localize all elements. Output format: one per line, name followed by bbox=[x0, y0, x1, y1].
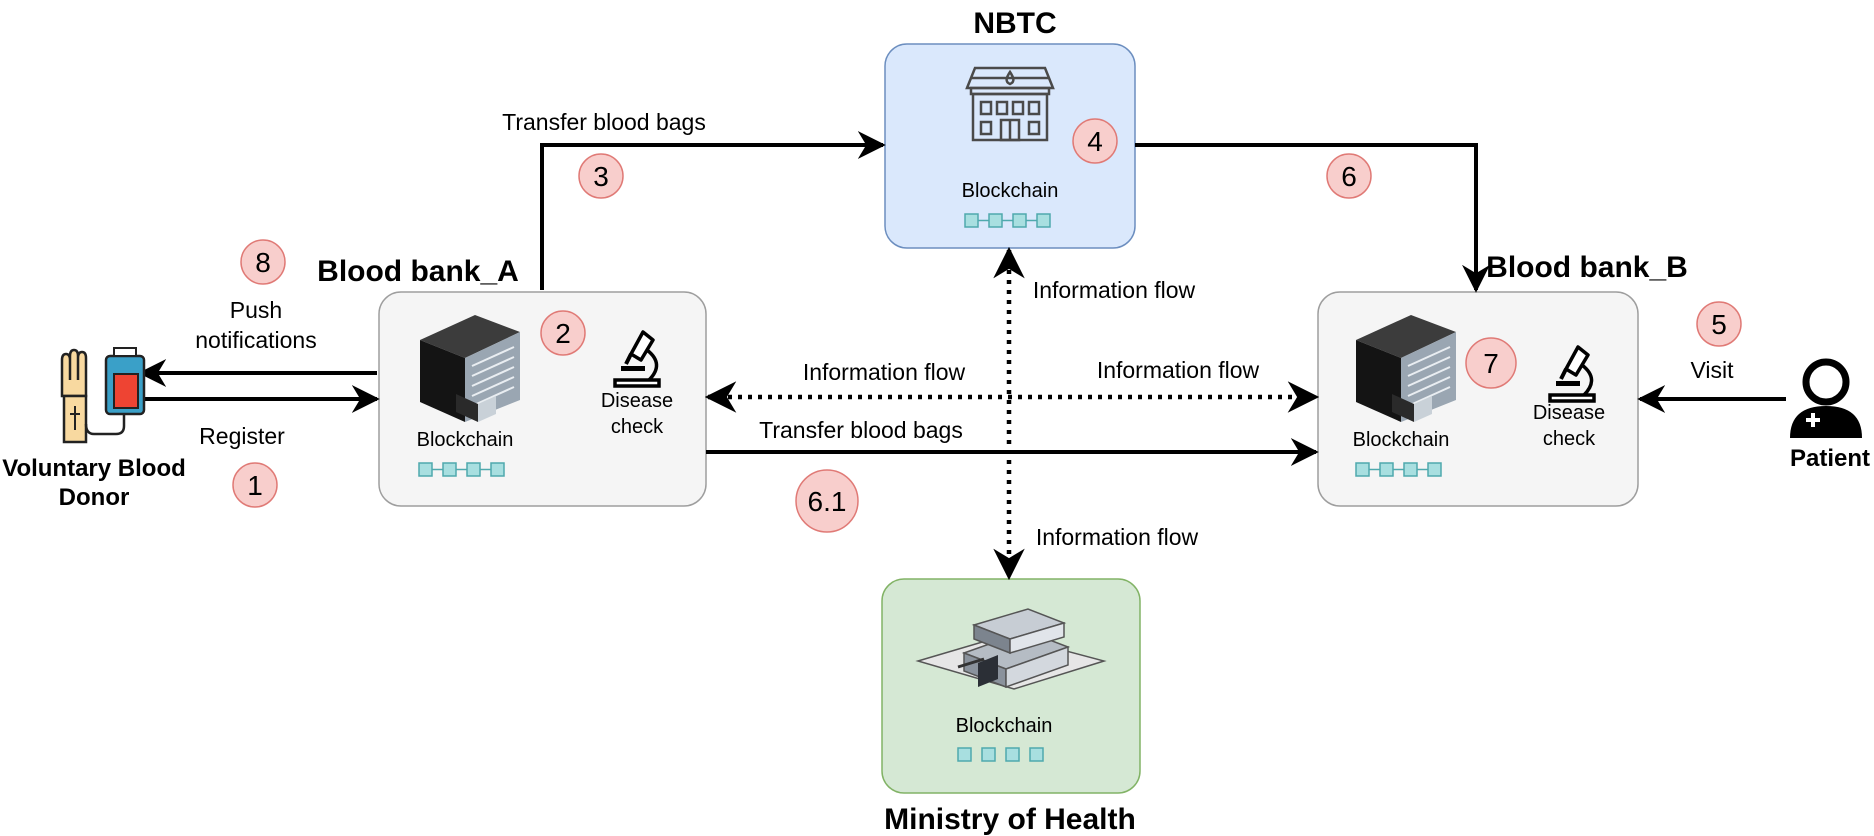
ministry-chain-icon bbox=[957, 747, 1044, 762]
bank-b-blockchain-label: Blockchain bbox=[1353, 429, 1450, 451]
transfer-label-middle: Transfer blood bags bbox=[759, 417, 963, 443]
bank-a-blockchain-label: Blockchain bbox=[417, 429, 514, 451]
svg-text:1: 1 bbox=[247, 470, 263, 501]
info-flow-label-nbtc: Information flow bbox=[1033, 277, 1196, 303]
svg-text:2: 2 bbox=[555, 318, 571, 349]
donor-title-1: Voluntary Blood bbox=[2, 455, 186, 482]
step-badge-4: 4 bbox=[1072, 118, 1118, 164]
government-building-icon bbox=[915, 608, 1107, 690]
info-flow-label-ministry: Information flow bbox=[1036, 524, 1199, 550]
step-badge-8: 8 bbox=[240, 239, 286, 285]
push-label-2: notifications bbox=[195, 327, 316, 353]
bank-a-title: Blood bank_A bbox=[317, 255, 519, 288]
bank-a-disease-label-2: check bbox=[611, 416, 664, 438]
transfer-label-top: Transfer blood bags bbox=[502, 109, 706, 135]
donor-title-2: Donor bbox=[59, 484, 130, 511]
svg-text:6.1: 6.1 bbox=[808, 486, 847, 517]
svg-text:4: 4 bbox=[1087, 126, 1103, 157]
push-label-1: Push bbox=[230, 297, 282, 323]
svg-text:3: 3 bbox=[593, 161, 609, 192]
bank-b-disease-label-1: Disease bbox=[1533, 402, 1605, 424]
step-badge-6: 6 bbox=[1326, 153, 1372, 199]
bank-b-disease-label-2: check bbox=[1543, 428, 1596, 450]
bank-b-title: Blood bank_B bbox=[1486, 251, 1688, 284]
ministry-title: Ministry of Health bbox=[884, 803, 1136, 836]
nbtc-title: NBTC bbox=[973, 7, 1056, 40]
arrow-nbtc-to-bank-b bbox=[1135, 143, 1490, 293]
svg-text:8: 8 bbox=[255, 247, 271, 278]
step-badge-6-1: 6.1 bbox=[795, 469, 859, 533]
step-badge-7: 7 bbox=[1465, 337, 1517, 389]
ministry-blockchain-label: Blockchain bbox=[956, 715, 1053, 737]
svg-text:7: 7 bbox=[1483, 348, 1499, 379]
step-badge-2: 2 bbox=[540, 310, 586, 356]
visit-label: Visit bbox=[1690, 357, 1734, 383]
patient-title: Patient bbox=[1790, 445, 1870, 472]
arrow-transfer-a-to-nbtc bbox=[540, 131, 886, 290]
bank-a-disease-label-1: Disease bbox=[601, 390, 673, 412]
svg-text:6: 6 bbox=[1341, 161, 1357, 192]
hospital-icon bbox=[965, 66, 1055, 142]
info-flow-label-b: Information flow bbox=[1097, 357, 1260, 383]
step-badge-1: 1 bbox=[232, 462, 278, 508]
nbtc-blockchain-label: Blockchain bbox=[962, 180, 1059, 202]
register-label: Register bbox=[199, 423, 285, 449]
step-badge-5: 5 bbox=[1696, 301, 1742, 347]
info-flow-label-a: Information flow bbox=[803, 359, 966, 385]
blood-donor-icon bbox=[60, 347, 146, 444]
svg-text:5: 5 bbox=[1711, 309, 1727, 340]
patient-icon bbox=[1790, 358, 1862, 438]
step-badge-3: 3 bbox=[578, 153, 624, 199]
